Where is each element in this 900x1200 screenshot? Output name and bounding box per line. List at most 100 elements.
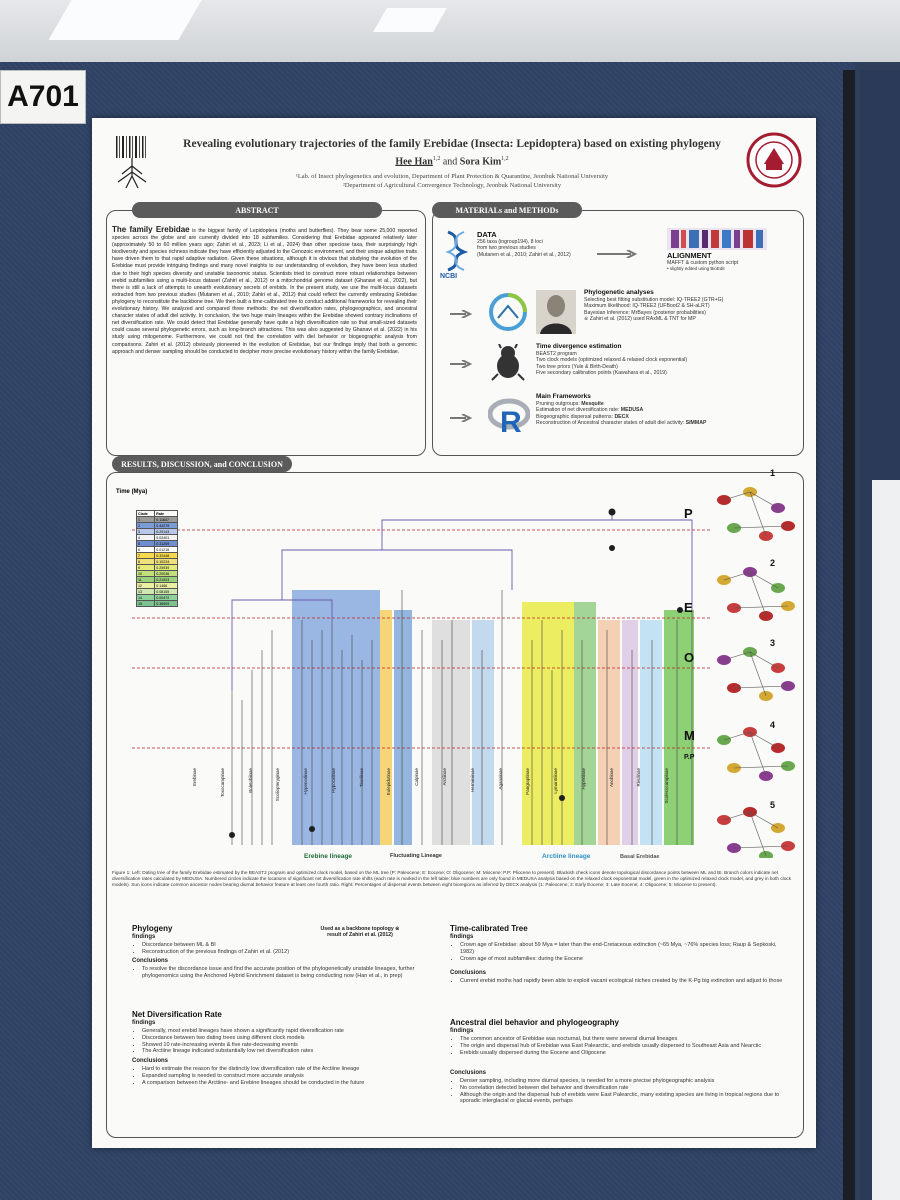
framework-line: Biogeographic dispersal patterns: DECX — [536, 413, 629, 420]
data-line: from two previous studies — [477, 245, 536, 252]
subfamily-label: Anobinae — [608, 768, 614, 788]
list-item: To resolve the discordance issue and fin… — [142, 966, 442, 980]
list-item: Current erebid moths had rapidly been ab… — [460, 978, 790, 985]
alignment-line: • slightly edited using BioEdit — [667, 266, 725, 272]
data-line: (Mutanen et al., 2010; Zahiri et al., 20… — [477, 251, 571, 258]
author-1: Hee Han — [395, 156, 433, 168]
timecal-findings-list: Crown age of Erebidae: about 59 Mya = la… — [450, 942, 790, 962]
list-item: The Arctiine lineage indicated substanti… — [142, 1048, 442, 1055]
list-item: Expanded sampling is needed to construct… — [142, 1073, 442, 1080]
list-item: Denser sampling, including more diurnal … — [460, 1078, 790, 1085]
list-item: The origin and dispersal hub of Erebidae… — [460, 1043, 790, 1050]
results-header: RESULTS, DISCUSSION, and CONCLUSION — [112, 456, 292, 472]
diel-conclusions-label: Conclusions — [450, 1070, 487, 1076]
phylogeny-findings-list: Discordance between ML & BI Reconstructi… — [132, 942, 442, 956]
phylogeny-title: Phylogeny — [132, 924, 173, 933]
subfamily-label: Rivulinae — [636, 768, 642, 787]
university-seal — [746, 132, 802, 188]
map-number: 3 — [770, 638, 776, 648]
subfamily-label: Toxocampinae — [219, 768, 225, 798]
netdiv-title: Net Diversification Rate — [132, 1010, 222, 1019]
framework-section: Main Frameworks Pruning outgroups: Mesqu… — [536, 393, 706, 427]
phylo-line: ※ Zahiri et al. (2012) used RAxML & TNT … — [584, 316, 696, 323]
time-axis-label: Time (Mya) — [116, 489, 148, 495]
diel-title: Ancestral diel behavior and phylogeograp… — [450, 1018, 619, 1027]
subfamily-label: Herminiinae — [469, 768, 475, 793]
dispersal-arrow — [723, 651, 789, 697]
list-item: Although the origin and the dispersal hu… — [460, 1092, 790, 1106]
author-1-affil: 1,2 — [432, 156, 441, 162]
alignment-title: ALIGNMENT — [667, 251, 712, 260]
era-label: P.P — [684, 754, 695, 761]
poster: Revealing evolutionary trajectories of t… — [92, 118, 816, 1148]
ncbi-logo — [445, 230, 469, 272]
subfamily-label: Hypenodinae — [303, 768, 309, 795]
author-and: and — [440, 156, 460, 168]
netdiv-findings-list: Generally, most erebid lineages have sho… — [132, 1028, 442, 1055]
era-label: E — [684, 600, 693, 615]
ncbi-label: NCBI — [440, 273, 458, 280]
fluctuating-lineage-label: Fluctuating Lineage — [390, 853, 442, 859]
netdiv-conclusions-label: Conclusions — [132, 1058, 169, 1064]
dispersal-arrow — [723, 731, 789, 777]
era-label: P — [684, 506, 693, 521]
abstract-body: is the biggest family of Lepidoptera (mo… — [112, 228, 417, 355]
list-item: Erebids usually dispersed during the Eoc… — [460, 1050, 790, 1057]
phylogeny-findings-label: findings — [132, 934, 156, 940]
bayes-portrait-image — [536, 290, 576, 334]
author-2: Sora Kim — [459, 156, 502, 168]
list-item: The common ancestor of Erebidae was noct… — [460, 1036, 790, 1043]
results-box — [106, 472, 804, 1138]
subfamily-label: Pangraptinae — [525, 768, 531, 795]
subfamily-label: Erebinae — [192, 768, 197, 787]
arrow-icon — [450, 360, 472, 368]
board-frame — [843, 70, 855, 1200]
diel-conclusions-list: Denser sampling, including more diurnal … — [450, 1078, 790, 1105]
phylo-section: Phylogenetic analyses Selecting best fit… — [584, 289, 723, 323]
subfamily-label: Aganainae — [497, 768, 503, 790]
phylo-line: Maximum likelihood: IQ-TREE2 (UFBoot2 & … — [584, 303, 710, 310]
subfamily-label: Lymantriinae — [553, 768, 559, 794]
subfamily-label: Scoliopteryginae — [275, 768, 281, 802]
ceiling-light — [373, 8, 447, 32]
time-line: Two clock models (optimized relaxed & re… — [536, 357, 688, 364]
bioregion-shape — [759, 851, 773, 858]
list-item: Generally, most erebid lineages have sho… — [142, 1028, 442, 1035]
list-item: Reconstruction of the previous findings … — [142, 949, 442, 956]
subfamily-label: Hypeninae — [580, 768, 586, 790]
framework-line: Estimation of net diversification rate: … — [536, 407, 644, 414]
data-title: DATA — [477, 230, 497, 239]
list-item: No correlation detected between diel beh… — [460, 1085, 790, 1092]
adjacent-poster — [872, 480, 900, 1200]
netdiv-conclusions-list: Hard to estimate the reason for the dist… — [132, 1066, 442, 1086]
figure-caption: Figure 1: Left: Dating tree of the famil… — [112, 870, 791, 888]
poster-title: Revealing evolutionary trajectories of t… — [183, 138, 721, 150]
lab-logo — [116, 136, 147, 189]
arrow-icon — [597, 250, 638, 258]
map-number: 2 — [770, 558, 776, 568]
timecal-findings-label: findings — [450, 934, 474, 940]
data-line: 256 taxa (ingroup194), 8 loci — [477, 238, 543, 245]
alignment-section: ALIGNMENT MAFFT & custom python script •… — [667, 251, 738, 273]
poster-authors: Hee Han1,2 and Sora Kim1,2 — [162, 156, 742, 167]
diel-findings-label: findings — [450, 1028, 474, 1034]
abstract-lead: The family Erebidae — [112, 226, 190, 234]
phylogeny-conclusions-label: Conclusions — [132, 958, 169, 964]
dispersal-arrow — [723, 811, 789, 857]
netdiv-findings-label: findings — [132, 1020, 156, 1026]
table-cell: 0.38909 — [154, 600, 178, 607]
time-line: Two tree priors (Yule & Birth-Death) — [536, 363, 618, 370]
beast-logo-icon — [491, 344, 525, 381]
table-cell: 15 — [135, 600, 156, 607]
timecal-title: Time-calibrated Tree — [450, 924, 528, 933]
subfamily-label: Boletobiinae — [247, 768, 253, 793]
list-item: A comparison between the Arctiine- and E… — [142, 1080, 442, 1087]
map-number: 4 — [770, 720, 776, 730]
phylogeny-conclusions-list: To resolve the discordance issue and fin… — [132, 966, 442, 980]
phylo-title: Phylogenetic analyses — [584, 289, 654, 296]
time-line: Five secondary calibration points (Kawah… — [536, 370, 667, 377]
